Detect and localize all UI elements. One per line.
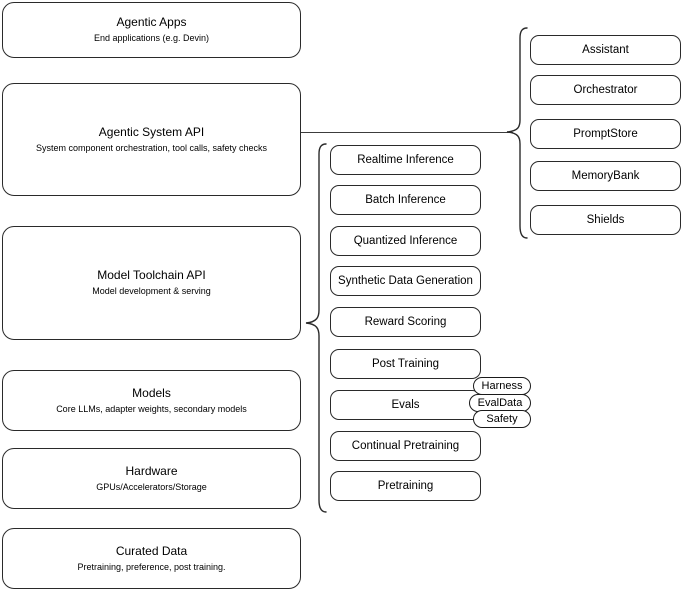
layer-card-model-toolchain-api[interactable]: Model Toolchain API Model development & … <box>2 226 301 340</box>
capability-chip-evals[interactable]: Evals <box>330 390 481 420</box>
layer-title: Model Toolchain API <box>97 268 206 283</box>
capability-label: Realtime Inference <box>357 153 454 166</box>
layer-title: Models <box>132 385 171 400</box>
evals-pill-safety[interactable]: Safety <box>473 410 531 428</box>
system-component-chip-orchestrator[interactable]: Orchestrator <box>530 75 681 105</box>
capability-chip-post-training[interactable]: Post Training <box>330 349 481 379</box>
connector-line-system-api-to-components <box>301 132 513 133</box>
layer-title: Hardware <box>125 463 178 478</box>
system-component-label: Assistant <box>582 43 629 56</box>
system-component-chip-shields[interactable]: Shields <box>530 205 681 235</box>
evals-pill-harness[interactable]: Harness <box>473 377 531 395</box>
layer-card-models[interactable]: Models Core LLMs, adapter weights, secon… <box>2 370 301 431</box>
capability-chip-synthetic-data-generation[interactable]: Synthetic Data Generation <box>330 266 481 296</box>
system-component-chip-promptstore[interactable]: PromptStore <box>530 119 681 149</box>
layer-card-hardware[interactable]: Hardware GPUs/Accelerators/Storage <box>2 448 301 509</box>
layer-subtitle: End applications (e.g. Devin) <box>93 33 210 44</box>
layer-title: Agentic System API <box>98 124 205 139</box>
layer-subtitle: Pretraining, preference, post training. <box>77 561 226 572</box>
layer-subtitle: Core LLMs, adapter weights, secondary mo… <box>56 403 247 414</box>
capability-chip-realtime-inference[interactable]: Realtime Inference <box>330 145 481 175</box>
capability-label: Batch Inference <box>365 193 446 206</box>
system-component-label: Orchestrator <box>573 83 638 96</box>
layer-card-curated-data[interactable]: Curated Data Pretraining, preference, po… <box>2 528 301 589</box>
evals-pill-label: Safety <box>486 413 518 425</box>
evals-pill-label: Harness <box>481 380 523 392</box>
capability-label: Continual Pretraining <box>351 439 460 452</box>
layer-card-agentic-apps[interactable]: Agentic Apps End applications (e.g. Devi… <box>2 2 301 58</box>
capability-chip-reward-scoring[interactable]: Reward Scoring <box>330 307 481 337</box>
capability-label: Quantized Inference <box>353 234 458 247</box>
capability-label: Evals <box>391 398 420 411</box>
capability-label: Reward Scoring <box>364 315 447 328</box>
capability-chip-pretraining[interactable]: Pretraining <box>330 471 481 501</box>
layer-title: Agentic Apps <box>116 15 187 30</box>
system-component-label: Shields <box>586 213 625 226</box>
capability-label: Pretraining <box>377 479 434 492</box>
brace-toolchain-capabilities <box>305 142 327 514</box>
system-component-chip-assistant[interactable]: Assistant <box>530 35 681 65</box>
capability-chip-quantized-inference[interactable]: Quantized Inference <box>330 226 481 256</box>
capability-label: Synthetic Data Generation <box>338 274 473 287</box>
layer-subtitle: Model development & serving <box>92 286 211 297</box>
capability-label: Post Training <box>371 357 440 370</box>
layer-subtitle: GPUs/Accelerators/Storage <box>96 481 207 492</box>
layer-subtitle: System component orchestration, tool cal… <box>35 142 268 153</box>
layer-card-agentic-system-api[interactable]: Agentic System API System component orch… <box>2 83 301 196</box>
brace-system-components <box>506 26 528 240</box>
capability-chip-batch-inference[interactable]: Batch Inference <box>330 185 481 215</box>
evals-pill-label: EvalData <box>477 397 523 409</box>
system-component-label: PromptStore <box>573 127 638 140</box>
capability-chip-continual-pretraining[interactable]: Continual Pretraining <box>330 431 481 461</box>
system-component-chip-memorybank[interactable]: MemoryBank <box>530 161 681 191</box>
layer-title: Curated Data <box>115 543 188 558</box>
system-component-label: MemoryBank <box>571 169 640 182</box>
